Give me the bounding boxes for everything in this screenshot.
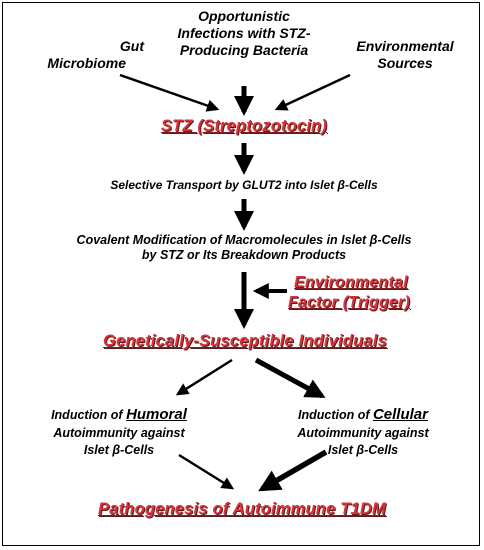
env-line2: Sources (377, 54, 433, 71)
pathogenesis-node: Pathogenesis of Autoimmune T1DM (98, 500, 386, 518)
source-environmental: Environmental Sources (340, 38, 470, 72)
humoral-node: Induction of Humoral Autoimmunity agains… (34, 405, 204, 459)
cellular-node: Induction of Cellular Autoimmunity again… (278, 405, 448, 459)
trigger-line2: Factor (Trigger) (288, 294, 411, 311)
covalent-line2: by STZ or Its Breakdown Products (141, 248, 347, 262)
trigger-line1: Environmental (294, 274, 408, 291)
arrow-cellular-to-pathogenesis (258, 449, 328, 492)
cellular-keyword: Cellular (372, 406, 428, 423)
transport-node: Selective Transport by GLUT2 into Islet … (110, 178, 378, 192)
arrow-gut-to-stz (119, 73, 220, 112)
opportunistic-line1: Opportunistic (198, 8, 290, 24)
cellular-prefix: Induction of (297, 408, 373, 422)
humoral-line1: Induction of Humoral (34, 405, 204, 425)
humoral-line2: Autoimmunity against (53, 426, 185, 441)
cellular-line2: Autoimmunity against (297, 426, 429, 441)
cellular-line3: Islet β-Cells (327, 443, 399, 458)
diagram-frame (2, 2, 480, 546)
arrow-environmental-to-stz (274, 73, 351, 111)
covalent-line1: Covalent Modification of Macromolecules … (76, 233, 412, 247)
env-line1: Environmental (356, 38, 454, 54)
source-gut-microbiome: Gut Microbiome (34, 38, 144, 72)
humoral-keyword: Humoral (126, 406, 187, 423)
arrow-susceptible-to-cellular (254, 357, 326, 399)
gut-line1: Gut (119, 38, 144, 54)
opportunistic-line2: Infections with STZ- (177, 24, 311, 41)
arrow-humoral-to-pathogenesis (178, 453, 235, 490)
source-opportunistic-infections: Opportunistic Infections with STZ- Produ… (134, 8, 354, 58)
opportunistic-line3: Producing Bacteria (179, 41, 309, 58)
covalent-node: Covalent Modification of Macromolecules … (14, 233, 474, 263)
arrow-susceptible-to-humoral (175, 358, 233, 396)
trigger-node: Environmental Factor (Trigger) (288, 273, 428, 313)
gut-line2: Microbiome (47, 54, 126, 71)
humoral-line3: Islet β-Cells (83, 443, 155, 458)
stz-node: STZ (Streptozotocin) (160, 117, 328, 135)
cellular-line1: Induction of Cellular (278, 405, 448, 425)
susceptible-node: Genetically-Susceptible Individuals (103, 332, 387, 350)
humoral-prefix: Induction of (51, 408, 127, 422)
